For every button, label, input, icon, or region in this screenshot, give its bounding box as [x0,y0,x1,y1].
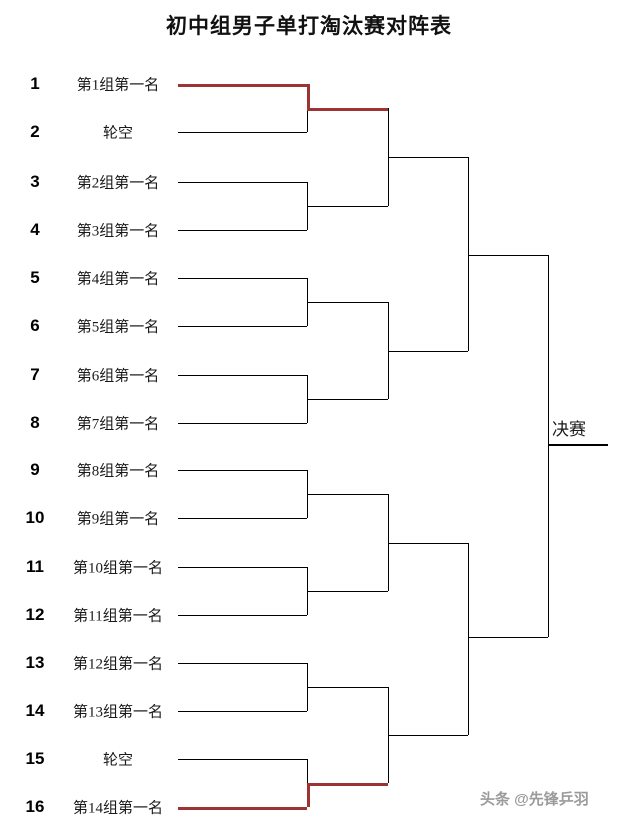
bracket-line-round-of-16 [178,711,307,712]
seed-name: 第9组第一名 [76,511,160,528]
bracket-line-quarterfinals-stage-1 [307,494,388,495]
seed-name: 第2组第一名 [76,175,160,192]
seed-number: 14 [25,701,45,720]
bracket-connector-quarterfinals-stage-2 [468,157,469,351]
seed-name: 第11组第一名 [73,608,163,625]
bracket-line-quarterfinals-stage-2 [388,735,468,736]
seed-name: 第4组第一名 [76,271,160,288]
seed-number: 8 [30,413,40,432]
bracket-line-round-of-16 [178,182,307,183]
seed-number: 4 [30,220,40,239]
bracket-line-round-of-16 [178,470,307,471]
seed-number: 7 [30,365,40,384]
bracket-line-round-of-16 [178,84,307,87]
seed-number: 11 [26,557,44,576]
seed-number: 16 [25,797,45,816]
bracket-line-quarterfinals-stage-1 [307,206,388,207]
seed-name: 第1组第一名 [76,77,160,94]
seed-name: 第5组第一名 [76,319,160,336]
watermark: 头条 @先锋乒羽 [480,791,589,808]
bracket-connector-round-of-16 [307,84,310,108]
bracket-line-quarterfinals-stage-1 [307,302,388,303]
seed-name: 第14组第一名 [72,800,163,817]
bracket-line-round-of-16 [178,326,307,327]
bracket-line-round-of-16 [178,663,307,664]
bracket-connector-semifinals [548,255,549,637]
seed-number: 3 [30,172,40,191]
bracket-line-round-of-16 [178,375,307,376]
bracket-line-quarterfinals-stage-1 [307,591,388,592]
bracket-connector-round-of-16 [307,759,308,783]
bracket-line-quarterfinals-stage-1 [307,783,388,786]
bracket-line-semifinals [468,637,548,638]
seed-name: 第13组第一名 [72,704,163,721]
bracket-line-round-of-16 [178,615,307,616]
seed-number: 1 [30,74,40,93]
bracket-connector-round-of-16 [307,783,310,807]
page-title: 初中组男子单打淘汰赛对阵表 [166,14,452,38]
bracket-connector-quarterfinals-stage-1 [388,302,389,399]
bracket-line-final [548,445,608,446]
seed-name: 第6组第一名 [76,368,160,385]
bracket-line-quarterfinals-stage-2 [388,543,468,544]
final-round-label: 决赛 [552,420,586,439]
bracket-line-quarterfinals-stage-2 [388,351,468,352]
bracket-line-quarterfinals-stage-1 [307,399,388,400]
seed-name: 第7组第一名 [76,416,160,433]
seed-name: 第10组第一名 [72,560,163,577]
bracket-line-round-of-16 [178,518,307,519]
seed-name: 第8组第一名 [76,463,160,480]
bracket-line-quarterfinals-stage-1 [307,687,388,688]
seed-number: 10 [25,508,45,527]
bracket-line-quarterfinals-stage-2 [388,157,468,158]
bracket-connector-round-of-16 [307,108,308,132]
bracket-line-round-of-16 [178,759,307,760]
final-underline [548,444,608,445]
seed-name: 第12组第一名 [72,656,163,673]
seed-number: 13 [25,653,45,672]
seed-number: 9 [30,460,40,479]
bracket-line-round-of-16 [178,423,307,424]
seed-number: 12 [25,605,45,624]
bracket-line-round-of-16 [178,278,307,279]
bracket-connector-quarterfinals-stage-1 [388,494,389,591]
seed-name: 第3组第一名 [76,223,160,240]
bracket-line-quarterfinals-stage-1 [307,108,388,111]
seed-name: 轮空 [102,125,133,142]
bracket-connector-quarterfinals-stage-2 [468,543,469,735]
bracket-line-semifinals [468,255,548,256]
seed-number: 2 [30,122,40,141]
seed-number: 15 [25,749,45,768]
bracket-line-round-of-16 [178,132,307,133]
bracket-line-round-of-16 [178,567,307,568]
bracket-line-round-of-16 [178,807,307,810]
seed-number: 5 [30,268,40,287]
seed-number: 6 [30,316,40,335]
seed-name: 轮空 [102,752,133,769]
bracket-line-round-of-16 [178,230,307,231]
